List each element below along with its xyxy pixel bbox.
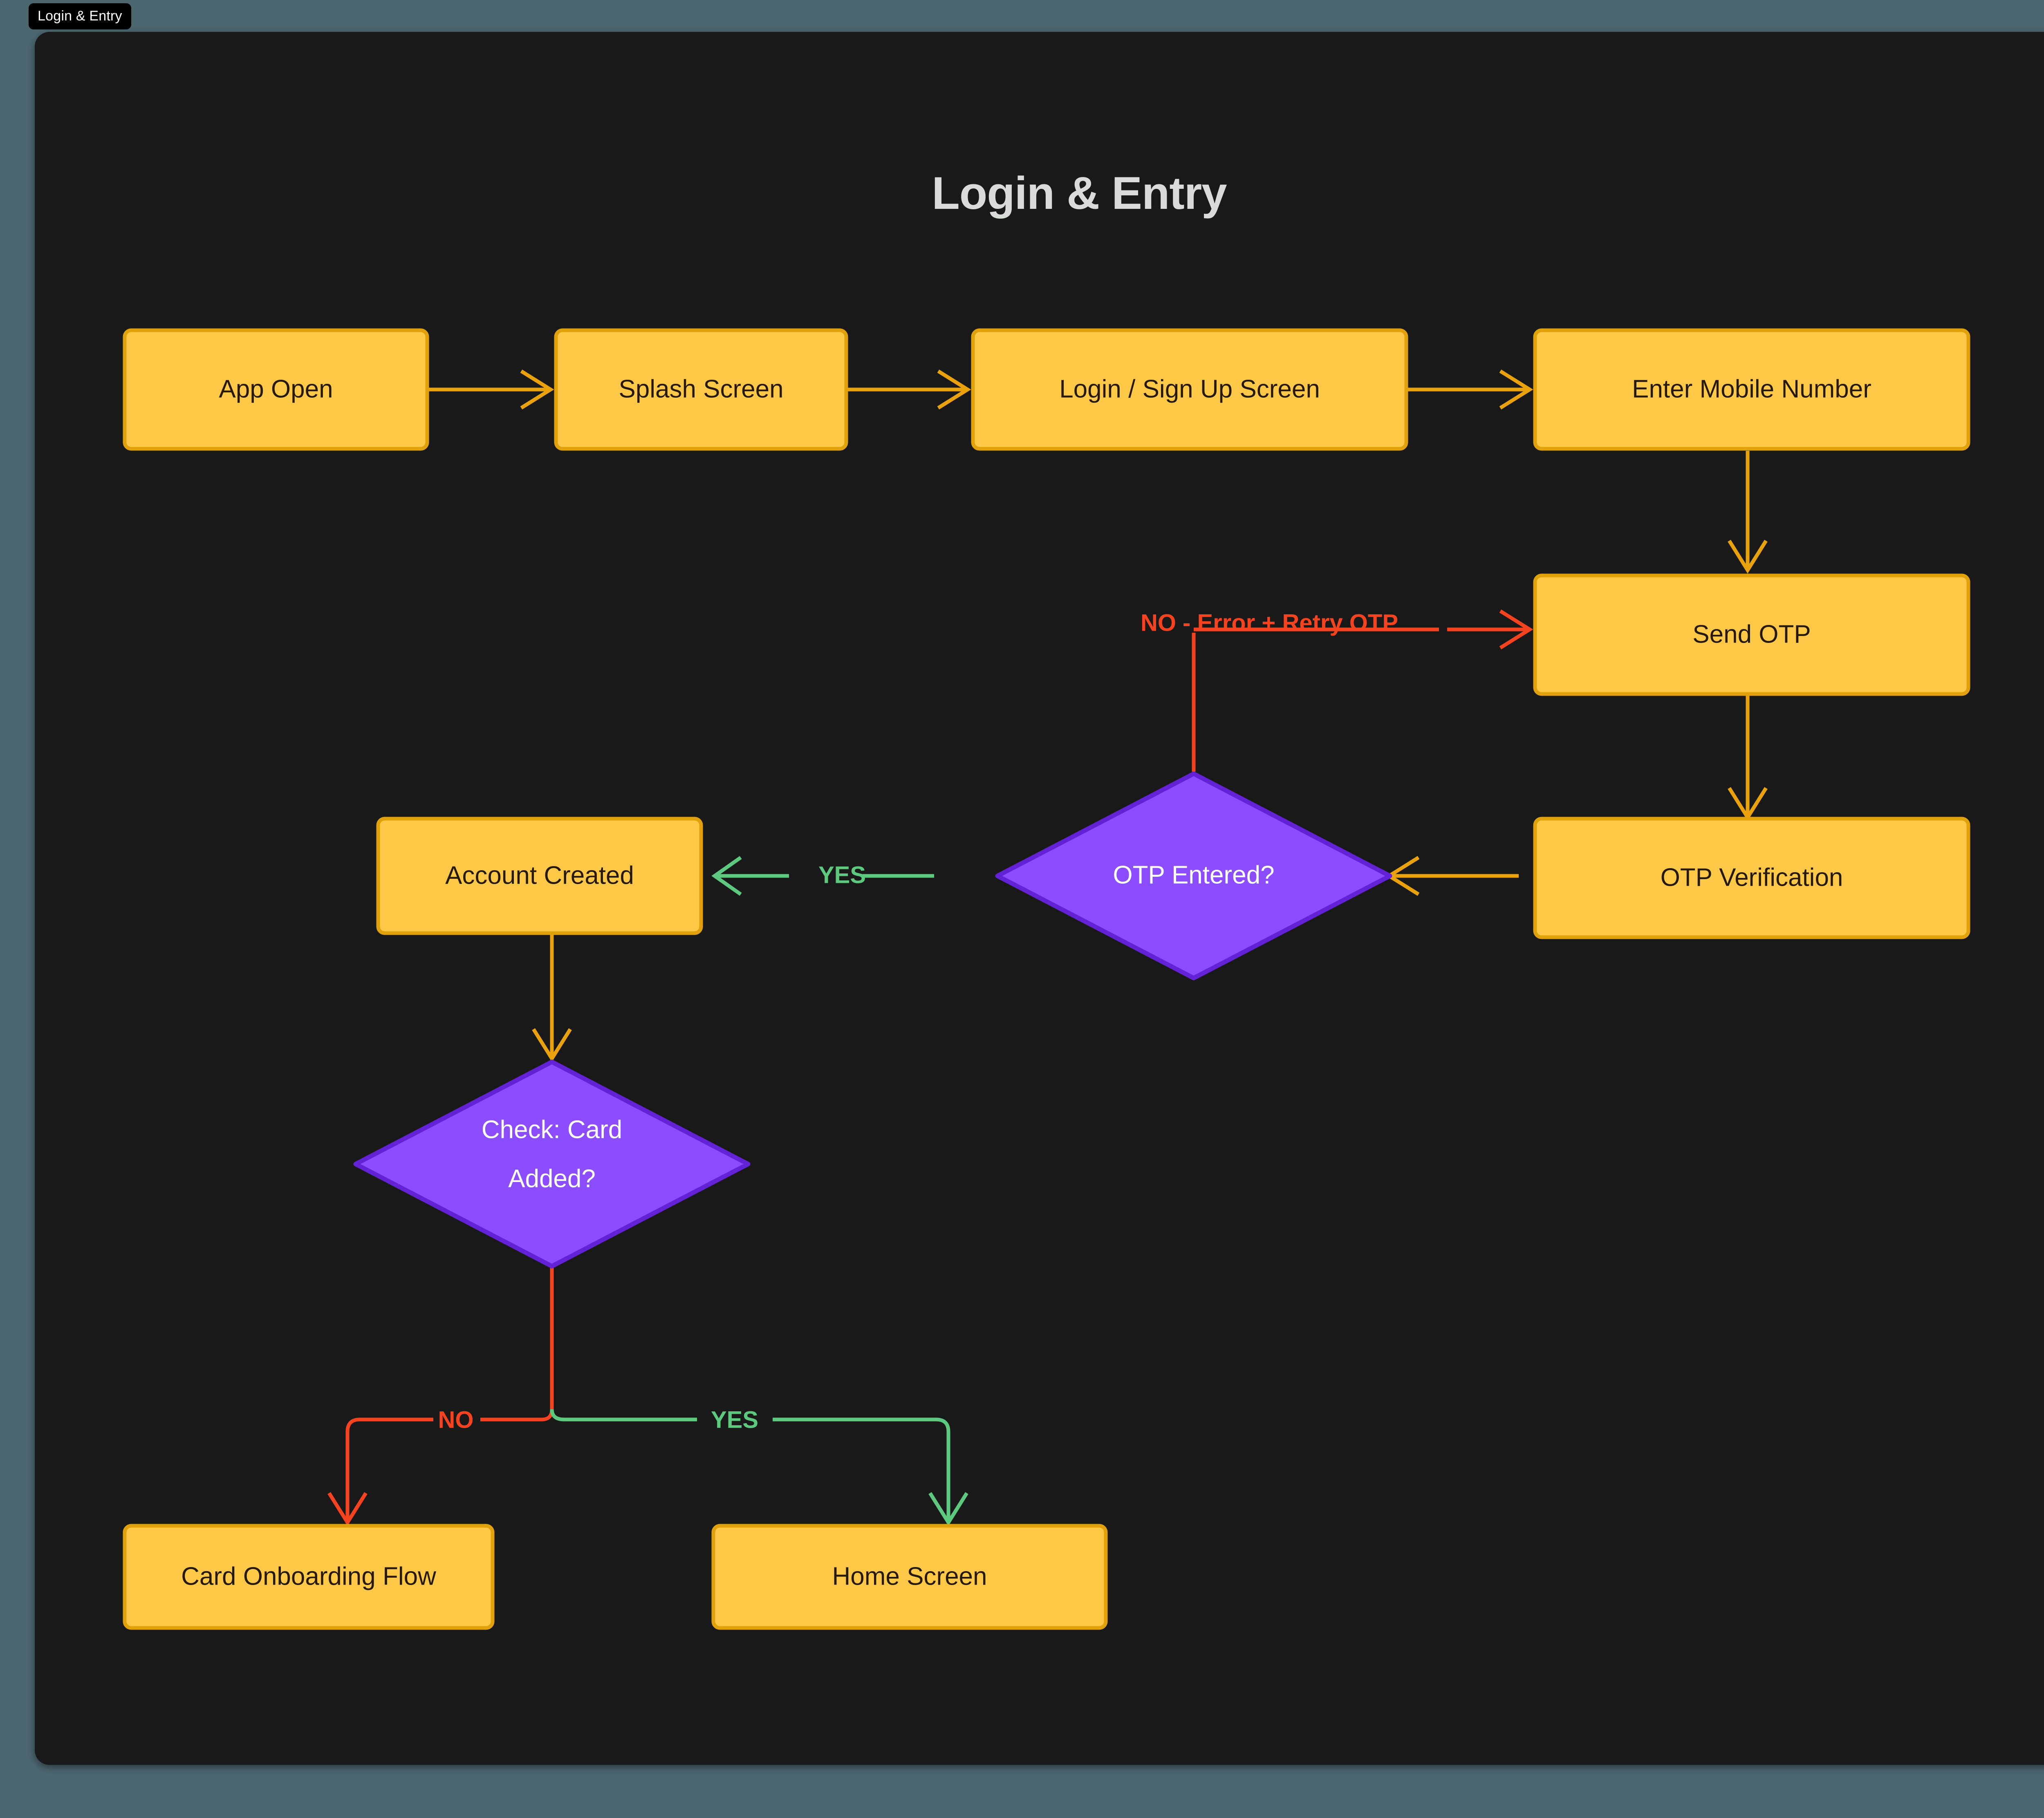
node-home-screen-shape[interactable] [711,1524,1108,1630]
node-home-screen-label: Home Screen [832,1562,987,1590]
node-otp-entered-decision[interactable]: OTP Entered? [995,771,1392,981]
node-login-signup-screen-label: Login / Sign Up Screen [1059,375,1320,403]
tab-login-and-entry[interactable]: Login & Entry [29,3,131,29]
node-enter-mobile-number[interactable]: Enter Mobile Number [1533,328,1970,451]
node-otp-verification-shape[interactable] [1533,817,1970,939]
edge-label-card-no: NO [438,1406,474,1433]
node-card-onboarding-flow-shape[interactable] [123,1524,495,1630]
node-otp-entered-decision-label: OTP Entered? [1113,861,1274,889]
node-app-open[interactable]: App Open [123,328,429,451]
edge-card-added-to-home-screen-yes: YES [550,1406,968,1526]
edge-app-open-to-splash [427,369,554,410]
node-otp-entered-decision-shape[interactable] [995,771,1392,981]
edge-card-added-to-card-onboard-no: NO [327,1266,554,1526]
node-login-signup-screen-shape[interactable] [971,328,1408,451]
edge-splash-to-login-signup [846,369,971,410]
page-title: Login & Entry [932,168,1227,219]
node-app-open-shape[interactable] [123,328,429,451]
node-enter-mobile-number-label: Enter Mobile Number [1632,375,1871,403]
node-check-card-added-label-line2: Added? [508,1164,596,1193]
node-home-screen[interactable]: Home Screen [711,1524,1108,1630]
node-splash-screen-label: Splash Screen [619,375,783,403]
node-send-otp[interactable]: Send OTP [1533,573,1970,696]
diagram-canvas: Login & Entry [35,32,2044,1765]
node-account-created[interactable]: Account Created [376,817,703,935]
node-splash-screen-shape[interactable] [554,328,848,451]
edge-otp-entered-to-account-created-yes: YES [711,856,934,896]
node-otp-verification[interactable]: OTP Verification [1533,817,1970,939]
flowchart-svg: YES NO - Error + Retry OTP N [123,328,1970,1630]
node-app-open-label: App Open [219,375,333,403]
edge-send-otp-to-otp-verification [1728,694,1768,821]
node-splash-screen[interactable]: Splash Screen [554,328,848,451]
node-check-card-added-decision[interactable]: Check: Card Added? [353,1059,751,1269]
node-enter-mobile-number-shape[interactable] [1533,328,1970,451]
edge-enter-mobile-to-send-otp [1728,451,1768,574]
node-send-otp-shape[interactable] [1533,573,1970,696]
edge-otp-verification-to-otp-entered [1385,856,1519,896]
edge-account-created-to-card-added [532,931,572,1062]
edge-label-card-yes: YES [711,1406,758,1433]
node-otp-verification-label: OTP Verification [1661,863,1843,891]
edge-otp-entered-to-send-otp-no: NO - Error + Retry OTP [1141,609,1533,772]
node-login-signup-screen[interactable]: Login / Sign Up Screen [971,328,1408,451]
node-check-card-added-decision-shape[interactable] [353,1059,751,1269]
node-send-otp-label: Send OTP [1692,620,1811,648]
node-card-onboarding-flow[interactable]: Card Onboarding Flow [123,1524,495,1630]
node-check-card-added-label-line1: Check: Card [482,1115,623,1144]
edge-login-signup-to-enter-mobile [1406,369,1533,410]
edge-label-retry-otp: NO - Error + Retry OTP [1141,609,1398,636]
edge-label-otp-yes: YES [818,862,866,888]
node-card-onboarding-flow-label: Card Onboarding Flow [181,1562,436,1590]
node-account-created-shape[interactable] [376,817,703,935]
node-account-created-label: Account Created [445,861,634,889]
